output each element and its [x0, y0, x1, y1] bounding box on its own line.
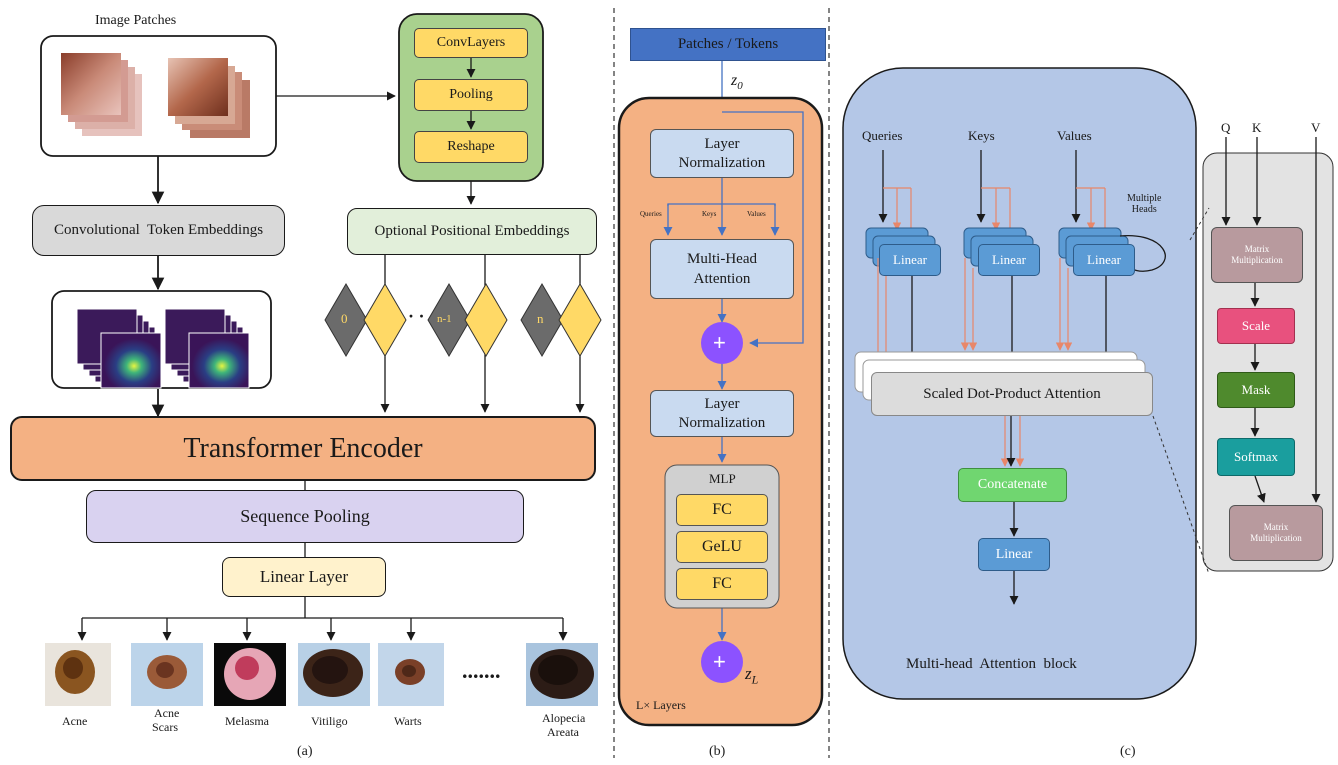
residual-add-1 [701, 322, 743, 364]
residual-add-2 [701, 641, 743, 683]
softmax-box: Softmax [1217, 438, 1295, 476]
embedding-diamond-n-1 [464, 283, 508, 357]
pos-token-label-n: n [537, 311, 544, 326]
class-label-melasma: Melasma [225, 714, 269, 728]
pos-token-diamond-n-1 [427, 283, 471, 357]
image-patch-stack-2 [168, 58, 250, 138]
patches-tokens-box: Patches / Tokens [630, 28, 826, 61]
class-image-warts [378, 643, 444, 706]
fc-2-box: FC [676, 568, 768, 600]
pos-token-diamond-n [520, 283, 564, 357]
embedding-diamond-n [558, 283, 602, 357]
class-image-acne [45, 643, 111, 706]
caption-c: (c) [1120, 744, 1136, 759]
gelu-box: GeLU [676, 531, 768, 563]
pos-token-diamond-0 [324, 283, 368, 357]
transformer-encoder-box: Transformer Encoder [10, 416, 596, 481]
zoom-line-bottom [1152, 415, 1210, 575]
zl-label: zL [745, 664, 759, 687]
mha-block-title: Multi-head Attention block [906, 656, 1077, 672]
feature-map-stack-1 [76, 308, 162, 389]
embedding-diamond-0 [363, 283, 407, 357]
class-image-melasma [214, 643, 286, 706]
sequence-pooling-box: Sequence Pooling [86, 490, 524, 543]
pos-token-label-0: 0 [341, 311, 348, 326]
pos-token-label-n-1: n-1 [437, 313, 452, 325]
image-patches-label: Image Patches [95, 13, 177, 28]
class-label-acne-scars-2: Scars [152, 720, 178, 734]
v-label: V [1311, 120, 1321, 135]
z0-label: z0 [731, 72, 743, 93]
feature-map-stack-2 [164, 308, 250, 389]
class-label-alopecia-2: Areata [547, 725, 579, 739]
values-label: Values [1057, 128, 1092, 143]
linear-layer-box: Linear Layer [222, 557, 386, 597]
optional-positional-embeddings-box: Optional Positional Embeddings [347, 208, 597, 255]
class-label-vitiligo: Vitiligo [311, 714, 348, 728]
linear-keys-box: Linear [978, 244, 1040, 276]
conv-token-embeddings-box: Convolutional Token Embeddings [32, 205, 285, 256]
plus-1-label: + [713, 330, 726, 355]
scale-box: Scale [1217, 308, 1295, 344]
label-queries-small: Queries [640, 210, 662, 218]
class-ellipsis: ....... [462, 658, 501, 683]
pos-ellipsis: · · [408, 306, 425, 326]
mlp-label: MLP [709, 471, 736, 486]
k-label: K [1252, 120, 1262, 135]
linear-out-box: Linear [978, 538, 1050, 571]
caption-a: (a) [297, 744, 313, 759]
concatenate-box: Concatenate [958, 468, 1067, 502]
q-label: Q [1221, 120, 1231, 135]
class-label-warts: Warts [394, 714, 422, 728]
class-label-acne-scars-1: Acne [154, 706, 180, 720]
keys-label: Keys [968, 128, 995, 143]
mask-box: Mask [1217, 372, 1295, 408]
conv-layers-box: ConvLayers [414, 28, 528, 58]
class-image-vitiligo [298, 643, 370, 706]
reshape-box: Reshape [414, 131, 528, 163]
class-label-acne: Acne [62, 714, 88, 728]
image-patch-stack-1 [61, 53, 142, 136]
caption-b: (b) [709, 744, 726, 759]
sdpa-box: Scaled Dot-Product Attention [871, 372, 1153, 416]
linear-queries-box: Linear [879, 244, 941, 276]
class-image-alopecia-areata [526, 643, 598, 706]
label-keys-small: Keys [702, 210, 717, 218]
pooling-box: Pooling [414, 79, 528, 111]
class-label-alopecia-1: Alopecia [542, 711, 586, 725]
fc-1-box: FC [676, 494, 768, 526]
class-image-acne-scars [131, 643, 203, 706]
linear-values-box: Linear [1073, 244, 1135, 276]
queries-label: Queries [862, 128, 903, 143]
label-values-small: Values [747, 210, 766, 218]
plus-2-label: + [713, 649, 726, 674]
lx-layers-label: L× Layers [636, 698, 686, 712]
zoom-line-top [1189, 207, 1210, 241]
